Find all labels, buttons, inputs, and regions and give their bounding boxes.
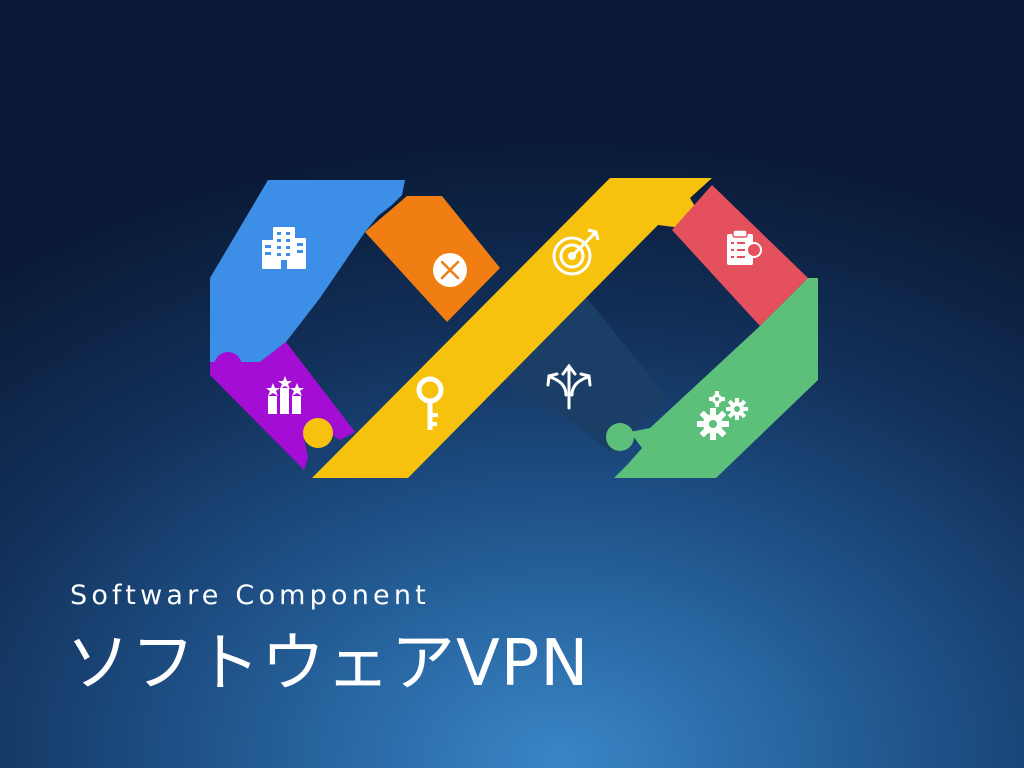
blue-segment: [210, 180, 405, 362]
split-arrows-icon: [546, 363, 592, 410]
key-icon: [416, 376, 444, 430]
page-title: ソフトウェアVPN: [66, 627, 590, 701]
ranking-stars-icon: [266, 376, 304, 414]
orange-segment: [365, 196, 500, 322]
clipboard-icon: [727, 229, 762, 265]
green-segment: [614, 278, 818, 478]
close-circle-icon: [433, 253, 467, 287]
yellow-segment: [312, 178, 712, 478]
subtitle: Software Component: [70, 580, 430, 611]
gears-icon: [697, 391, 748, 440]
building-icon: [262, 227, 306, 269]
target-icon: [552, 228, 600, 276]
